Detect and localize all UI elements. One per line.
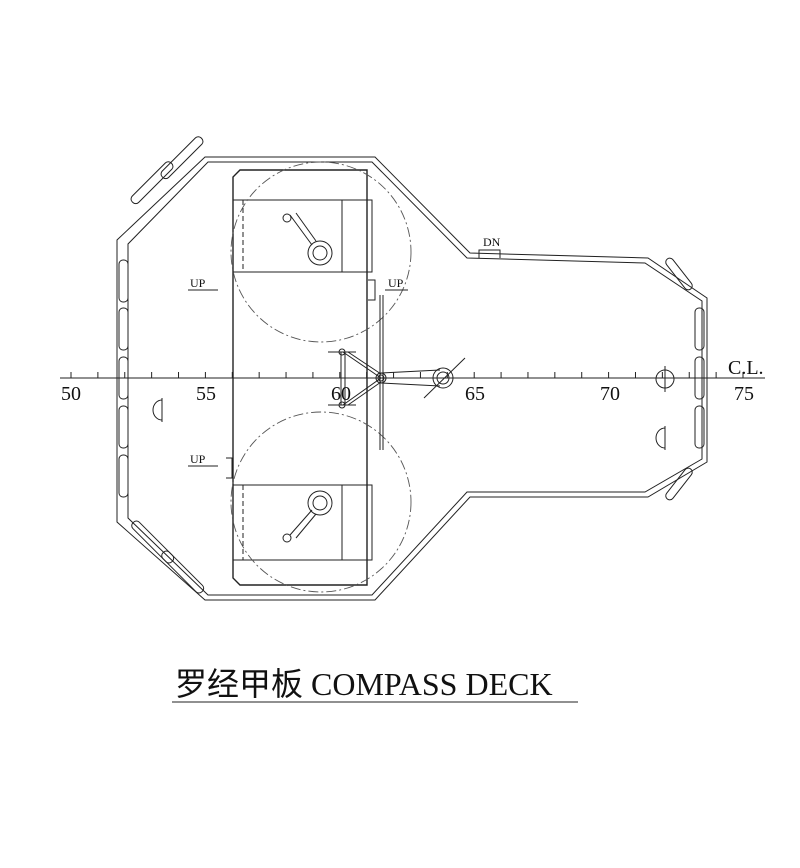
frame-ticks: [70, 372, 744, 378]
frame-label-55: 55: [196, 383, 216, 405]
up-label-left-bottom: UP: [190, 452, 206, 466]
lifeboat-davit-upper: [232, 199, 373, 273]
vent-heads: [152, 366, 675, 450]
deck-outline-outer: [116, 156, 708, 601]
bulwark-slots-left: [118, 136, 205, 594]
frame-label-65: 65: [465, 383, 485, 405]
frame-label-50: 50: [61, 383, 81, 405]
up-label-right: UP: [388, 276, 404, 290]
frame-label-70: 70: [600, 383, 620, 405]
up-label-left-top: UP: [190, 276, 206, 290]
lifeboat-davit-lower: [232, 484, 373, 561]
compass-platform: [232, 169, 368, 586]
bulwark-slots-right: [665, 257, 705, 501]
down-label: DN: [483, 235, 501, 249]
frame-label-75: 75: [734, 383, 754, 405]
deck-outline-inner: [127, 161, 703, 596]
frame-label-60: 60: [331, 383, 351, 405]
drawing-title: 罗经甲板 COMPASS DECK: [175, 666, 553, 702]
mast-tripod: [328, 295, 466, 450]
frame-labels: 50 55 60 65 70 75: [61, 383, 754, 405]
davit-swing-circle-lower: [230, 411, 412, 593]
davit-swing-circle-upper: [230, 161, 412, 343]
centerline-label: C.L.: [728, 357, 764, 379]
